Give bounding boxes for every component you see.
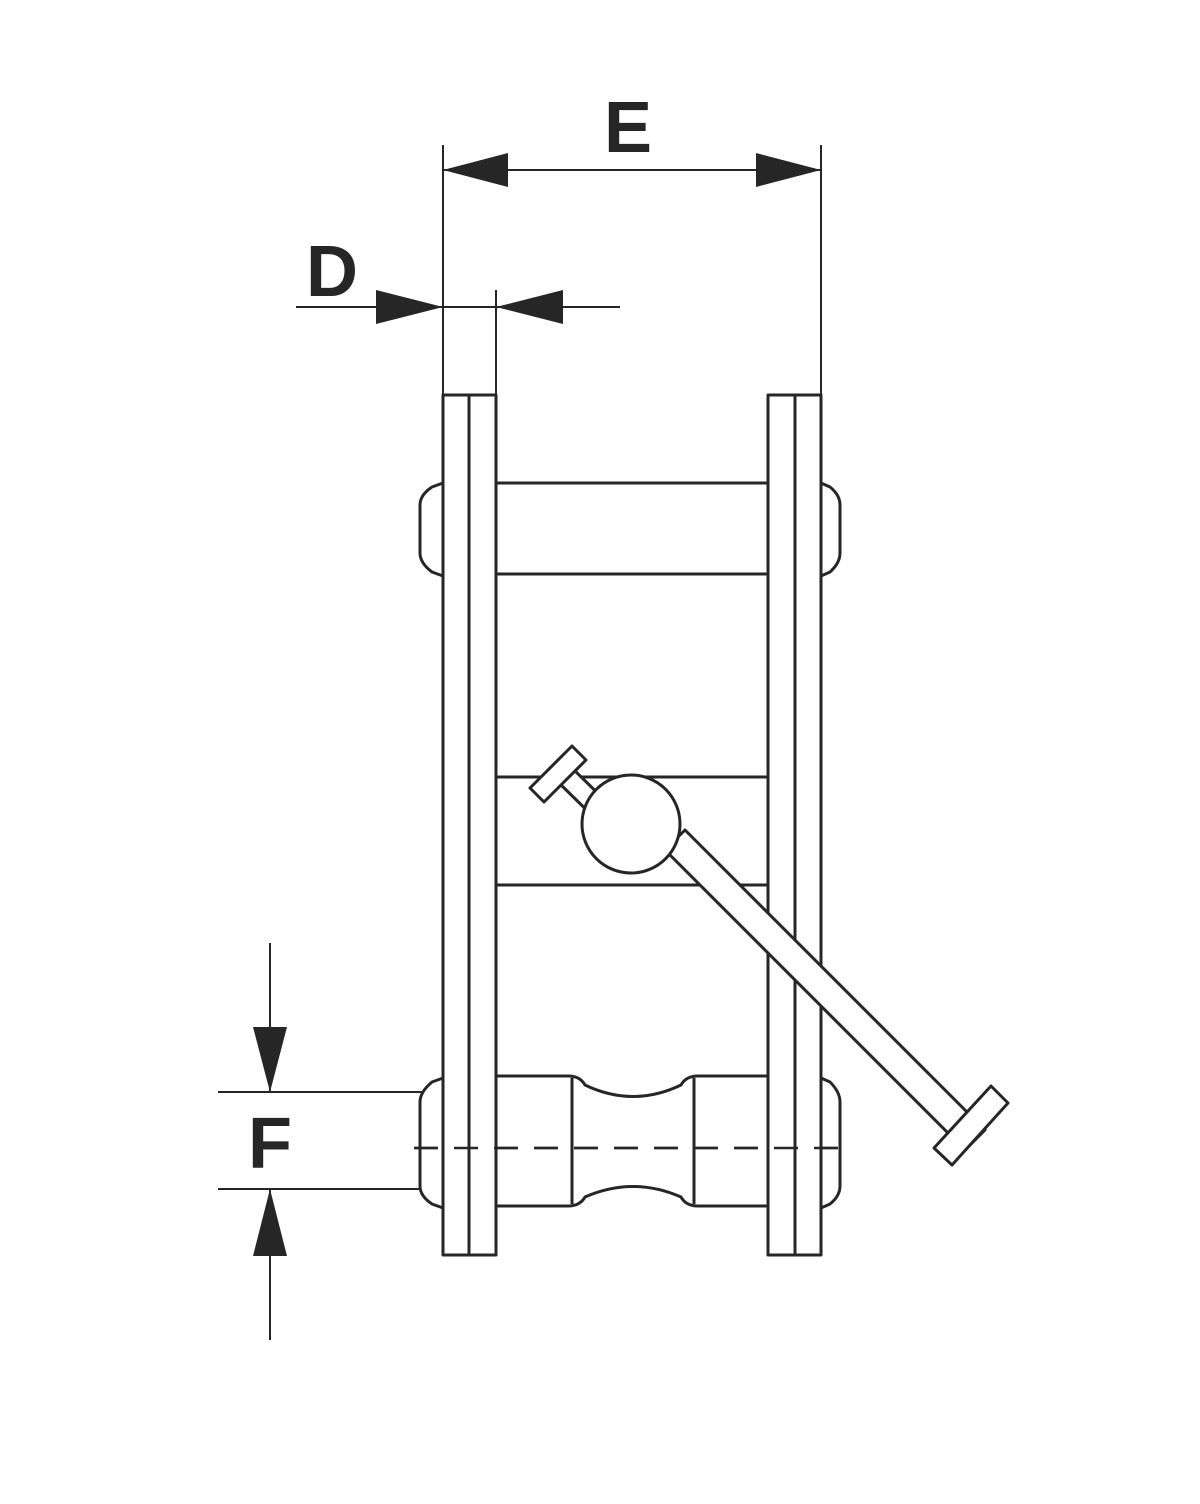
- d-arrow-left: [376, 290, 443, 324]
- d-label: D: [306, 232, 358, 312]
- dimension-f: F: [218, 943, 560, 1340]
- d-arrow-right: [496, 290, 563, 324]
- locking-pin-end-cap: [932, 1084, 1010, 1167]
- f-arrow-top: [253, 1027, 287, 1092]
- f-label: F: [248, 1104, 292, 1184]
- e-label: E: [604, 88, 652, 168]
- f-arrow-bottom: [253, 1189, 287, 1256]
- bottom-roller: [494, 1074, 770, 1208]
- dimension-d: D: [296, 232, 620, 395]
- e-arrow-right: [756, 153, 821, 187]
- locking-pin-small-cap: [528, 744, 588, 804]
- e-arrow-left: [443, 153, 508, 187]
- dimension-e: E: [442, 88, 822, 395]
- top-pin-right-head: [819, 481, 842, 578]
- left-side-plate: [441, 393, 498, 1257]
- right-side-plate: [766, 393, 823, 1257]
- locking-pin: [528, 744, 1010, 1167]
- locking-pin-ball: [580, 773, 682, 875]
- bottom-pin-left-head: [418, 1076, 445, 1210]
- top-pin-left-head: [418, 481, 445, 578]
- top-pin: [418, 481, 842, 578]
- bottom-pin-right-head: [819, 1076, 842, 1210]
